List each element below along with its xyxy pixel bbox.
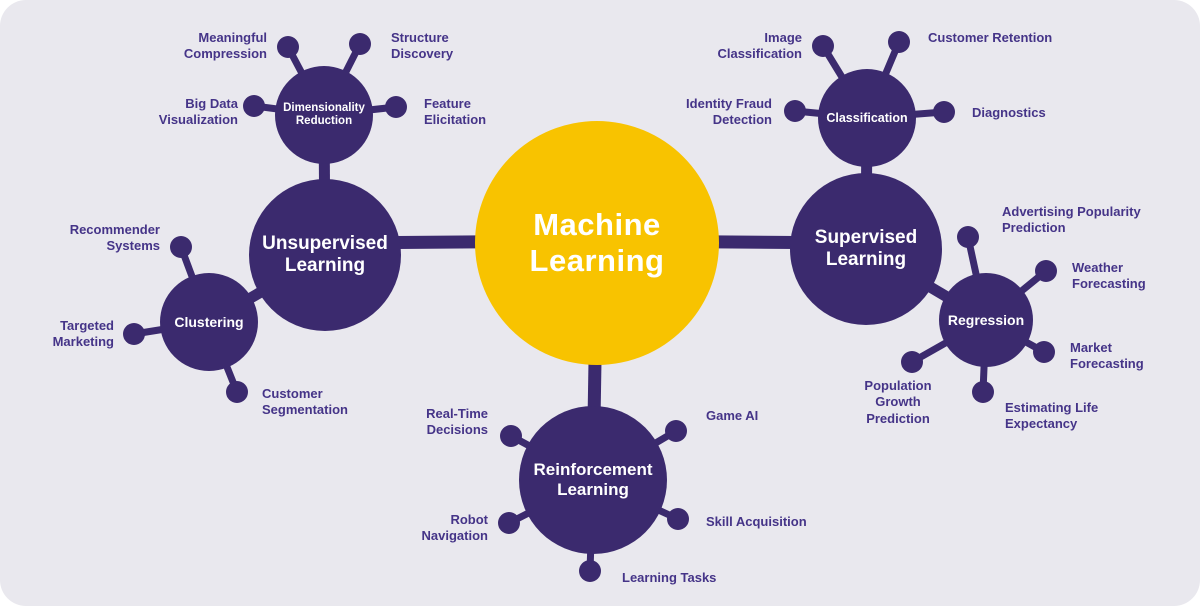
node-circle-machine-learning (475, 121, 719, 365)
satellite-dots (123, 31, 1057, 582)
node-circle-regression (939, 273, 1033, 367)
satellite-label-identity-fraud-detection: Identity Fraud Detection (686, 96, 772, 128)
satellite-label-advertising-popularity-prediction: Advertising Popularity Prediction (1002, 204, 1141, 236)
node-circle-unsupervised (249, 179, 401, 331)
satellite-label-diagnostics: Diagnostics (972, 105, 1046, 120)
satellite-label-customer-segmentation: Customer Segmentation (262, 386, 348, 418)
satellite-label-targeted-marketing: Targeted Marketing (52, 318, 114, 350)
satellite-label-weather-forecasting: Weather Forecasting (1072, 260, 1146, 292)
satellite-label-estimating-life-expectancy: Estimating Life Expectancy (1005, 400, 1099, 432)
satellite-label-recommender-systems: Recommender Systems (69, 222, 160, 254)
satellite-label-game-ai: Game AI (706, 408, 759, 423)
satellite-label-robot-navigation: Robot Navigation (421, 512, 488, 544)
satellite-label-real-time-decisions: Real-Time Decisions (426, 406, 488, 438)
satellite-label-structure-discovery: Structure Discovery (391, 30, 454, 62)
satellite-label-learning-tasks: Learning Tasks (622, 570, 717, 585)
satellite-label-image-classification: Image Classification (717, 30, 802, 62)
satellite-label-customer-retention: Customer Retention (928, 30, 1053, 45)
node-circle-dimensionality-reduction (275, 66, 373, 164)
node-circle-reinforcement (519, 406, 667, 554)
node-circle-supervised (790, 173, 942, 325)
node-circle-clustering (160, 273, 258, 371)
satellite-label-feature-elicitation: Feature Elicitation (424, 96, 487, 128)
satellite-label-population-growth-prediction: Population Growth Prediction (864, 378, 932, 426)
satellite-label-big-data-visualization: Big Data Visualization (158, 96, 238, 128)
satellite-label-market-forecasting: Market Forecasting (1070, 340, 1144, 372)
satellite-label-meaningful-compression: Meaningful Compression (183, 30, 267, 62)
node-circle-classification (818, 69, 916, 167)
satellite-label-skill-acquisition: Skill Acquisition (706, 514, 807, 529)
